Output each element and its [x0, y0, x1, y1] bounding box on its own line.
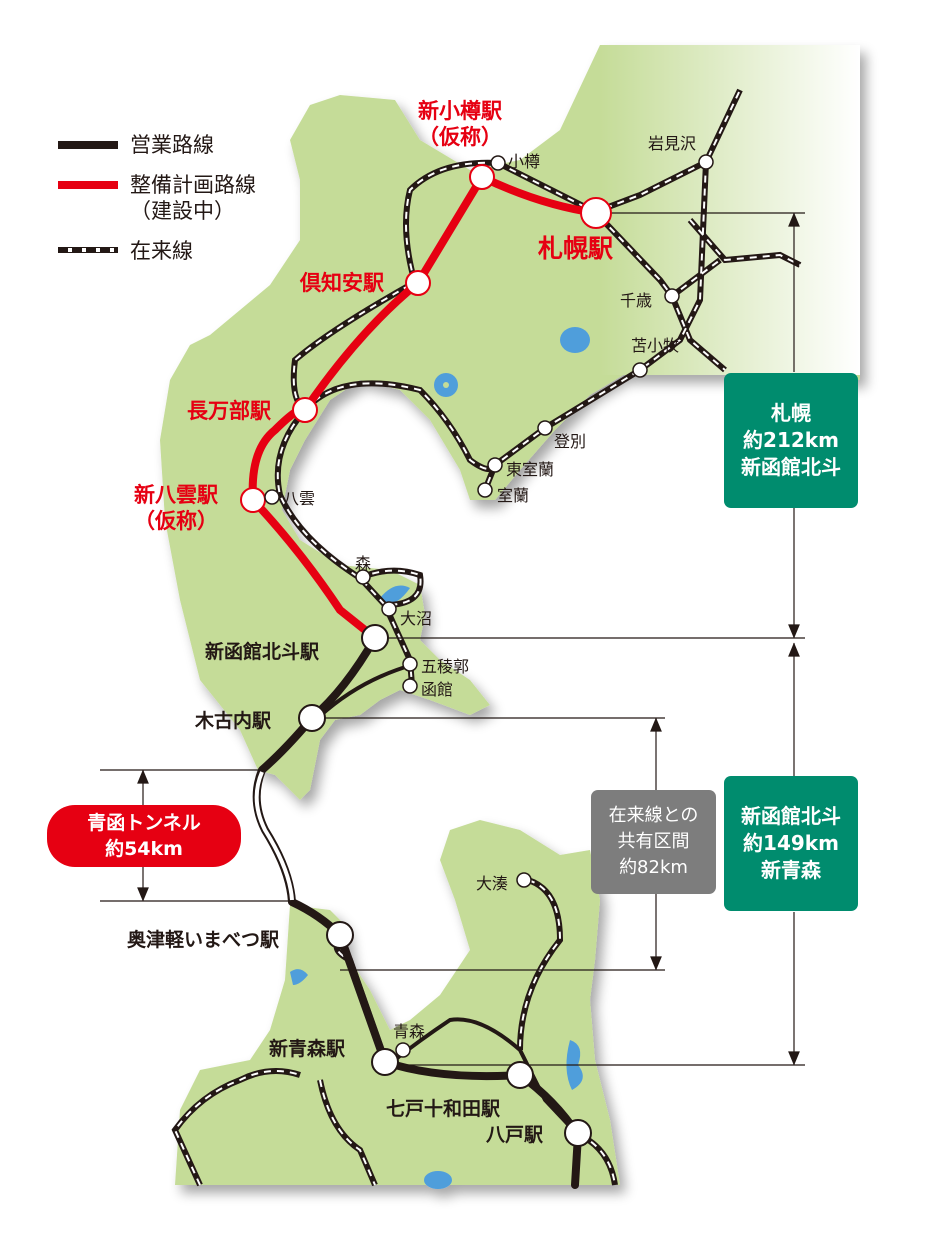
station-label-higashi-muroran: 東室蘭 [506, 460, 555, 479]
station-label-shin-aomori: 新青森駅 [269, 1038, 346, 1060]
station-label-sapporo: 札幌駅 [538, 234, 614, 263]
station-label-mori: 森 [355, 554, 372, 573]
box-distance: 約54km [105, 838, 183, 860]
station-note: （仮称） [134, 509, 218, 533]
box-distance: 約212km [743, 428, 839, 452]
seikan-tunnel [252, 768, 296, 903]
legend-item-operating: 営業路線 [58, 132, 256, 158]
station-label-shin-hakodate-hokuto: 新函館北斗駅 [205, 641, 320, 663]
box-line: 共有区間 [617, 831, 690, 852]
station-label-onuma: 大沼 [400, 609, 433, 628]
legend: 営業路線 整備計画路線 （建設中） 在来線 [58, 132, 256, 278]
hokkaido-land [160, 45, 860, 800]
station-label-goryokaku: 五稜郭 [421, 657, 470, 676]
station-label-aomori: 青森 [393, 1022, 426, 1041]
station-label-okutsugaru-imabetsu: 奥津軽いまべつ駅 [127, 929, 280, 951]
legend-item-planned: 整備計画路線 （建設中） [58, 172, 256, 224]
box-distance: 約82km [619, 857, 688, 878]
tohoku-land [175, 820, 620, 1189]
station-label-kutchan: 倶知安駅 [300, 271, 384, 295]
station-label-chitose: 千歳 [620, 291, 653, 310]
station-label-oshamambe: 長万部駅 [187, 399, 271, 423]
box-line: 新青森 [761, 858, 821, 882]
station-label-otaru: 小樽 [508, 152, 541, 171]
station-label-shin-otaru: 新小樽駅 （仮称） [418, 98, 502, 150]
station-label-shichinohe-towada: 七戸十和田駅 [386, 1098, 501, 1120]
station-label-hakodate: 函館 [421, 680, 454, 699]
station-label-tomakomai: 苫小牧 [631, 336, 680, 355]
dashed-line-swatch-icon [58, 247, 118, 253]
legend-item-conventional: 在来線 [58, 238, 256, 264]
legend-label: 在来線 [130, 239, 193, 263]
station-label-iwamizawa: 岩見沢 [648, 134, 697, 153]
distance-box-sapporo-shin-hakodate: 札幌 約212km 新函館北斗 [724, 373, 858, 508]
legend-label: 整備計画路線 [130, 173, 256, 197]
station-label-shin-yakumo: 新八雲駅 （仮称） [134, 482, 218, 534]
distance-box-shin-hakodate-shin-aomori: 新函館北斗 約149km 新青森 [724, 776, 858, 911]
station-label-ominato: 大湊 [476, 874, 509, 893]
station-name: 新小樽駅 [418, 99, 502, 123]
black-line-swatch-icon [58, 141, 118, 149]
station-label-yakumo: 八雲 [283, 489, 316, 508]
box-line: 新函館北斗 [741, 804, 841, 828]
station-name: 新八雲駅 [134, 483, 218, 507]
box-line: 青函トンネル [87, 812, 201, 834]
box-line: 新函館北斗 [741, 455, 841, 479]
box-line: 在来線との [608, 805, 699, 826]
legend-sublabel: （建設中） [130, 199, 235, 223]
station-label-kikonai: 木古内駅 [195, 710, 272, 732]
station-label-muroran: 室蘭 [497, 486, 530, 505]
box-distance: 約149km [743, 831, 839, 855]
dimension-lines [100, 212, 805, 1066]
station-markers [240, 154, 714, 1147]
box-line: 札幌 [771, 401, 811, 425]
legend-label: 営業路線 [130, 133, 214, 157]
tunnel-box-seikan: 青函トンネル 約54km [47, 805, 241, 867]
station-note: （仮称） [418, 125, 502, 149]
red-line-swatch-icon [58, 181, 118, 189]
station-label-noboribetsu: 登別 [554, 432, 587, 451]
station-label-hachinohe: 八戸駅 [486, 1124, 544, 1146]
distance-box-shared-section: 在来線との 共有区間 約82km [591, 790, 716, 894]
